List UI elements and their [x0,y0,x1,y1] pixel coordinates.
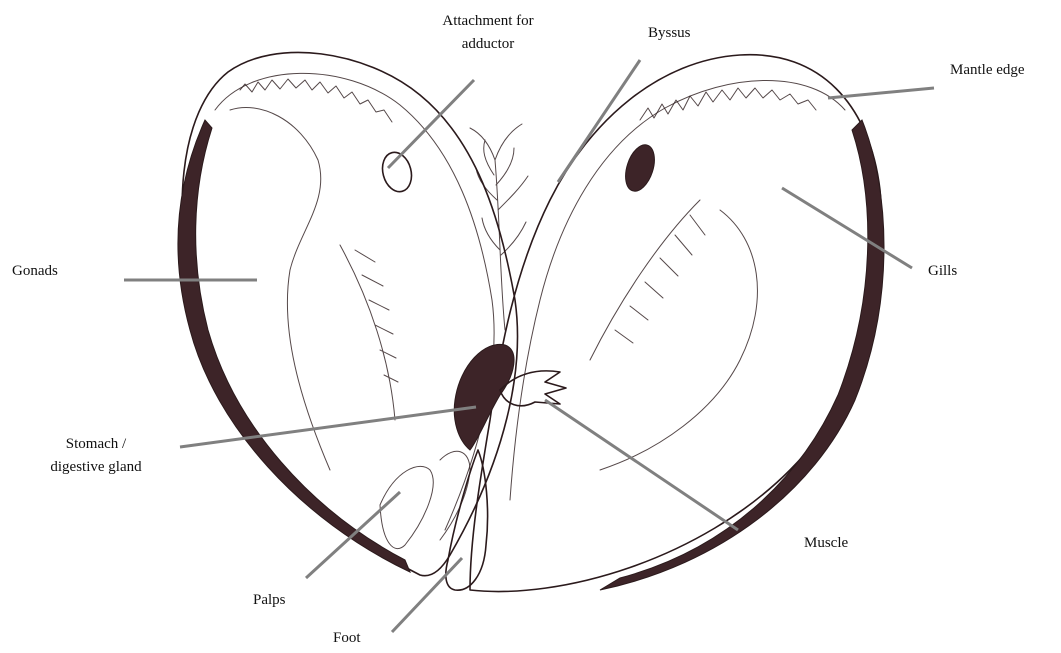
left-gill-plate [340,245,398,420]
stomach-digestive-gland [454,344,514,450]
right-shell-valve [470,55,884,592]
foot-label: Foot [333,630,361,646]
stomach-leader [180,407,476,447]
stomach-label-line1: Stomach / [66,436,127,452]
muscle-leader [545,400,738,530]
right-adductor-scar [620,141,660,195]
right-shell-inner-rim [510,81,845,501]
attachment-label-line1: Attachment for [442,13,533,29]
stomach-label-line2: digestive gland [50,459,142,475]
internal-organs [230,107,757,590]
foot-leader [392,558,462,632]
right-shell-mantle-fringe [640,88,816,120]
left-shell-outline [182,52,517,575]
right-gonad-lobe [600,210,757,470]
left-shell-valve [178,52,518,575]
adductor-attachment [378,149,415,195]
attachment-leader [388,80,474,168]
muscle-label: Muscle [804,535,849,551]
right-shell-outline [470,55,882,592]
left-shell-dark-rim [178,120,410,572]
mantle-edge-leader [828,88,934,98]
byssus-threads [470,124,528,330]
left-shell-inner-rim [215,73,494,530]
mantle-edge-label: Mantle edge [950,62,1025,78]
attachment-label-line2: adductor [462,36,514,52]
gills-leader [782,188,912,268]
byssus-label: Byssus [648,25,691,41]
gills-label: Gills [928,263,957,279]
right-gill-plate [590,200,705,360]
gonads-label: Gonads [12,263,58,279]
left-shell-mantle-fringe [240,79,392,122]
palps-label: Palps [253,592,286,608]
